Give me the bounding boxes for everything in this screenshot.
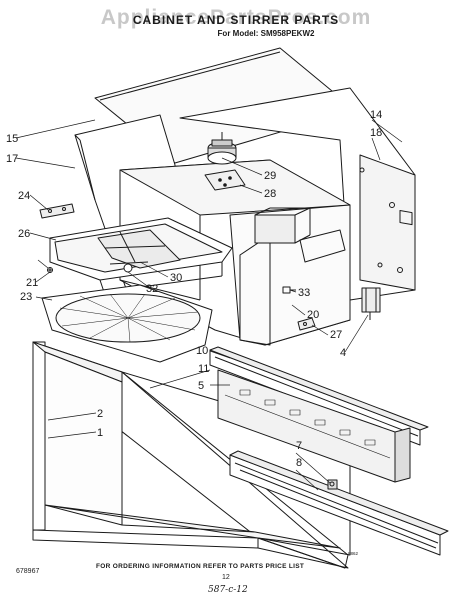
callout-1: 1 — [97, 427, 103, 439]
callout-4: 4 — [340, 347, 346, 359]
callout-14: 14 — [370, 109, 382, 121]
callout-30: 30 — [170, 272, 182, 284]
callout-10: 10 — [196, 345, 208, 357]
back-panel — [179, 87, 416, 301]
door-frame — [32, 341, 351, 569]
small-clip-parts — [282, 286, 381, 331]
handwritten-note: 587-c-12 — [208, 585, 248, 595]
callout-20: 20 — [307, 309, 319, 321]
callout-7: 7 — [296, 440, 302, 452]
callout-26: 26 — [18, 228, 30, 240]
page-number: 12 — [222, 574, 230, 581]
callout-32: 32 — [146, 283, 158, 295]
callout-28: 28 — [264, 188, 276, 200]
callout-8: 8 — [296, 457, 302, 469]
latch-clip — [327, 479, 338, 490]
callout-27: 27 — [330, 329, 342, 341]
glass-tray — [41, 284, 213, 363]
hinge-bracket — [39, 203, 75, 219]
callout-29: 29 — [264, 170, 276, 182]
diagram-title: CABINET AND STIRRER PARTS — [132, 13, 340, 27]
site-watermark: AppliancePartsPros.com — [100, 6, 372, 29]
callout-17: 17 — [6, 153, 18, 165]
callout-21: 21 — [26, 277, 38, 289]
control-rail-upper — [209, 346, 429, 446]
callout-23: 23 — [20, 291, 32, 303]
model-number: For Model: SM958PEKW2 — [217, 29, 315, 38]
ordering-note: FOR ORDERING INFORMATION REFER TO PARTS … — [96, 563, 305, 570]
control-panel — [217, 369, 411, 483]
door-rail-lower — [229, 450, 449, 556]
callout-5: 5 — [198, 380, 204, 392]
drawing-code: 8862 — [348, 551, 359, 556]
callout-2: 2 — [97, 408, 103, 420]
callout-11: 11 — [198, 363, 209, 375]
mounting-plate — [204, 169, 246, 191]
callout-18: 18 — [370, 127, 382, 139]
callout-33: 33 — [298, 287, 310, 299]
callout-labels: 15 17 24 26 21 23 14 18 29 28 30 32 33 2… — [6, 109, 382, 469]
document-part-number: 678967 — [16, 568, 40, 575]
callout-15: 15 — [6, 133, 18, 145]
callout-24: 24 — [18, 190, 30, 202]
stirrer-shelf — [49, 217, 233, 293]
leader-lines — [15, 119, 403, 491]
